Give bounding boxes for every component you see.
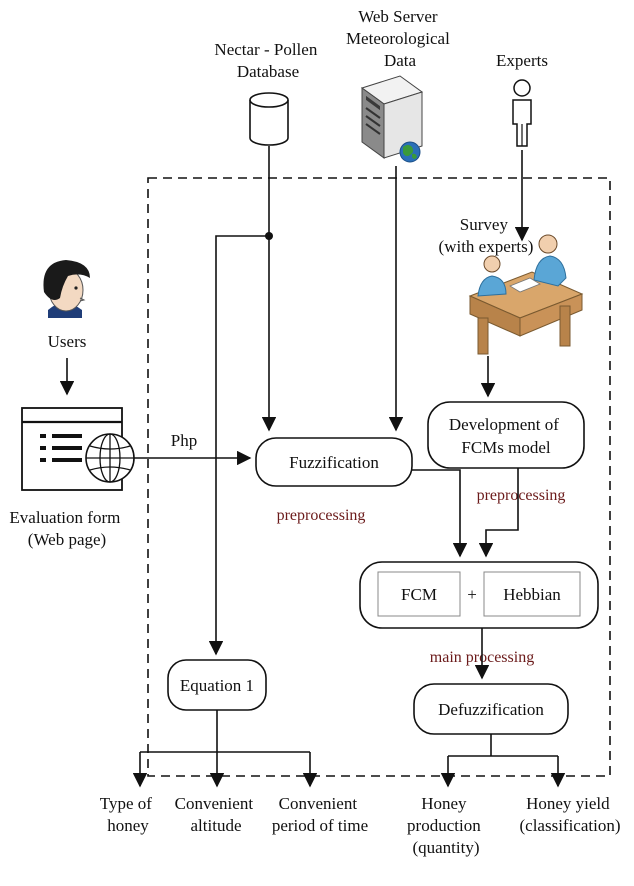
server-label: Web Server Meteorological Data	[346, 7, 454, 70]
fcm-inner-box	[377, 571, 461, 617]
database-label: Nectar - Pollen Database	[214, 40, 321, 81]
fuzzification-label: Fuzzification	[289, 453, 379, 472]
users-label: Users	[48, 332, 87, 351]
survey-label: Survey (with experts)	[439, 215, 534, 256]
development-label: Development of FCMs model	[449, 415, 563, 457]
hebbian-inner-box	[483, 571, 581, 617]
globe-icon	[85, 433, 135, 483]
output-honey-production: Honey production (quantity)	[407, 794, 485, 857]
fuzzification-to-fcm-arrow	[412, 469, 468, 558]
output-convenient-period: Convenient period of time	[272, 794, 368, 835]
defuzzification-label: Defuzzification	[438, 700, 544, 719]
output-type-of-honey: Type of honey	[100, 794, 156, 835]
hebbian-label: Hebbian	[503, 585, 561, 604]
expert-person-icon	[512, 79, 532, 147]
development-box	[427, 401, 585, 469]
development-to-fcm-arrow	[478, 468, 519, 558]
equation-label: Equation 1	[180, 676, 254, 695]
fcm-label: FCM	[401, 585, 437, 604]
survey-meeting-icon	[468, 234, 584, 355]
output-convenient-altitude: Convenient altitude	[175, 794, 258, 835]
fuzzification-box	[255, 437, 413, 487]
database-to-equation-arrow	[208, 235, 269, 656]
plus-sign: +	[467, 585, 477, 604]
form-label: Evaluation form (Web page)	[9, 508, 124, 549]
user-head-icon	[43, 260, 90, 318]
experts-label: Experts	[496, 51, 548, 70]
database-icon	[249, 92, 289, 146]
preprocessing-label-right: preprocessing	[477, 487, 566, 504]
preprocessing-label-left: preprocessing	[277, 507, 366, 524]
web-server-icon	[360, 75, 424, 163]
output-honey-yield: Honey yield (classification)	[519, 794, 620, 835]
system-boundary	[147, 177, 611, 777]
php-label: Php	[171, 431, 197, 450]
